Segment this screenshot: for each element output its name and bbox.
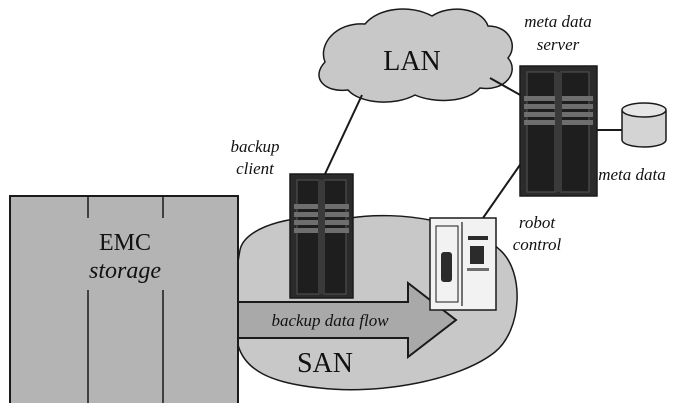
emc-storage-label-line1: EMC <box>99 230 151 256</box>
meta-data-cylinder-icon <box>621 102 667 148</box>
lan-label: LAN <box>383 46 441 77</box>
robot-control-label-line2: control <box>513 235 562 254</box>
backup-data-flow-label: backup data flow <box>271 311 389 330</box>
link-client-lan <box>324 94 363 175</box>
backup-client-server-icon <box>289 173 354 299</box>
meta-server-label-line1: meta data <box>524 12 592 31</box>
san-label: SAN <box>297 348 353 379</box>
lan-cloud <box>318 8 513 103</box>
link-metaserver-robot <box>482 161 523 219</box>
robot-control-label-line1: robot <box>519 213 556 232</box>
emc-storage-icon <box>9 195 239 403</box>
meta-server-label-line2: server <box>537 35 580 54</box>
robot-control-icon <box>429 217 497 311</box>
network-links <box>324 77 622 219</box>
backup-data-flow-arrow <box>237 280 458 360</box>
meta-data-label: meta data <box>598 165 666 184</box>
emc-storage-label-line2: storage <box>89 258 161 284</box>
backup-client-label-line2: client <box>236 159 275 178</box>
link-lan-metaserver <box>489 77 523 97</box>
backup-client-label-line1: backup <box>230 137 279 156</box>
meta-data-server-icon <box>519 65 598 197</box>
